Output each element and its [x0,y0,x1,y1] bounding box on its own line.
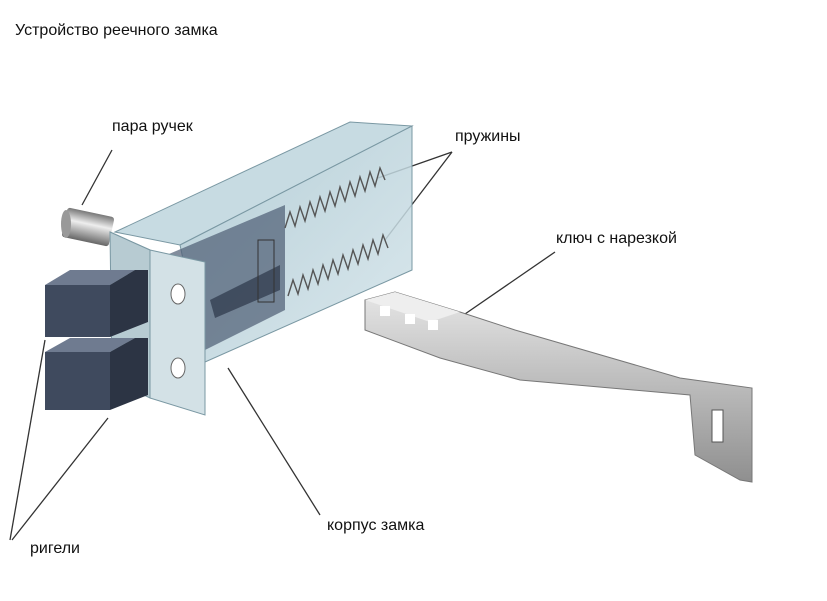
leader-lines [9,149,556,541]
label-bolts: ригели [30,540,80,557]
label-body: корпус замка [327,517,425,534]
diagram-title: Устройство реечного замка [15,22,218,39]
key [364,291,753,483]
label-springs: пружины [455,128,521,145]
label-key: ключ с нарезкой [556,230,677,247]
label-handles: пара ручек [112,118,193,135]
handle-pin [61,207,115,247]
springs [284,165,389,297]
bolts [45,270,148,410]
